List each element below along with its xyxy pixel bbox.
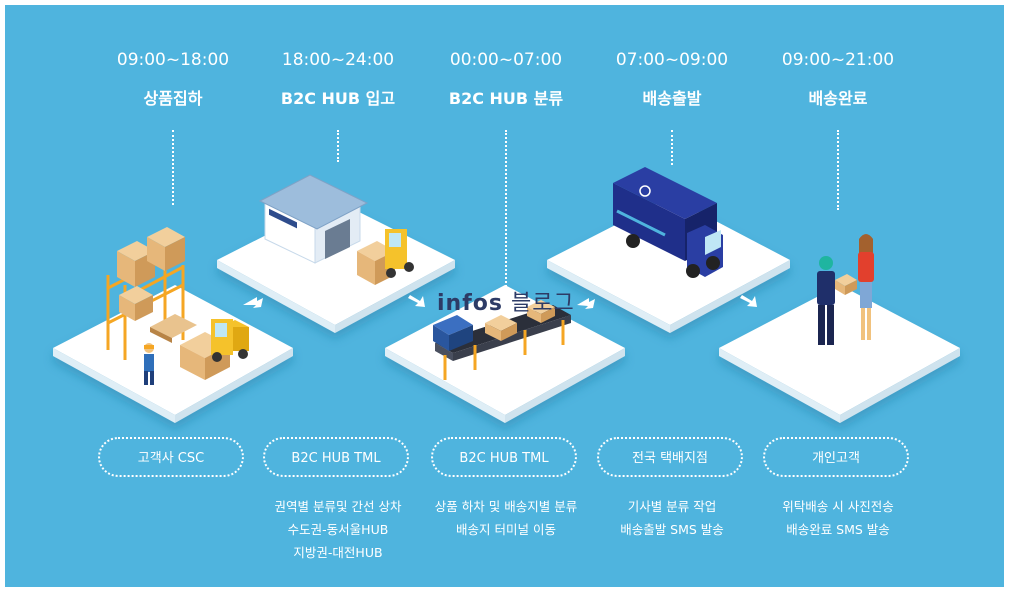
desc-line: 수도권-동서울HUB [287,522,389,537]
step-description: 기사별 분류 작업 배송출발 SMS 발송 [572,495,772,541]
step-description: 권역별 분류및 간선 상차 수도권-동서울HUB 지방권-대전HUB [238,495,438,564]
platform-pickup [53,285,293,423]
process-panel: infos 블로그 09:00~18:00 상품집하 고객사 CSC 18:00… [5,5,1004,587]
step-departure: 07:00~09:00 배송출발 전국 택배지점 기사별 분류 작업 배송출발 … [582,5,762,587]
step-time: 07:00~09:00 [615,50,729,70]
step-title: 배송출발 [642,89,702,108]
dotted-connector [505,130,507,290]
platform-delivered [719,285,960,423]
step-box: B2C HUB TML [431,437,577,477]
desc-line: 배송지 터미널 이동 [456,522,556,537]
platform-departure [547,197,790,333]
desc-line: 배송출발 SMS 발송 [620,522,724,537]
dotted-connector [337,130,339,162]
flow-arrows [243,295,757,309]
step-title: 배송완료 [808,89,868,108]
step-hub-sort: 00:00~07:00 B2C HUB 분류 B2C HUB TML 상품 하차… [416,5,596,587]
hub-warehouse-illustration [258,174,414,285]
step-time: 09:00~21:00 [781,50,895,70]
desc-line: 권역별 분류및 간선 상차 [274,499,402,514]
step-box: 개인고객 [763,437,909,477]
step-description: 상품 하차 및 배송지별 분류 배송지 터미널 이동 [406,495,606,541]
desc-line: 배송완료 SMS 발송 [786,522,890,537]
step-delivered: 09:00~21:00 배송완료 개인고객 위탁배송 시 사진전송 배송완료 S… [748,5,928,587]
step-box: B2C HUB TML [263,437,409,477]
step-time: 18:00~24:00 [281,50,395,70]
dotted-connector [837,130,839,210]
isometric-scene [53,167,960,423]
step-hub-in: 18:00~24:00 B2C HUB 입고 B2C HUB TML 권역별 분… [248,5,428,587]
desc-line: 지방권-대전HUB [293,545,383,560]
step-title: B2C HUB 분류 [448,89,564,108]
step-description: 위탁배송 시 사진전송 배송완료 SMS 발송 [738,495,938,541]
step-title: B2C HUB 입고 [280,89,396,108]
desc-line: 위탁배송 시 사진전송 [782,499,894,514]
dotted-connector [671,130,673,165]
step-box: 고객사 CSC [98,437,244,477]
handoff-illustration [817,234,874,345]
desc-line: 기사별 분류 작업 [627,499,717,514]
step-title: 상품집하 [143,89,203,108]
conveyor-illustration [433,300,571,380]
watermark-korean: 블로그 [510,291,575,316]
delivery-truck-illustration [613,167,723,278]
watermark: infos 블로그 [437,285,575,317]
step-box: 전국 택배지점 [597,437,743,477]
warehouse-rack-illustration [106,227,249,385]
step-pickup: 09:00~18:00 상품집하 고객사 CSC [83,5,263,587]
dotted-connector [172,130,174,205]
step-time: 00:00~07:00 [449,50,563,70]
step-time: 09:00~18:00 [116,50,230,70]
desc-line: 상품 하차 및 배송지별 분류 [434,499,578,514]
watermark-latin: infos [437,291,503,316]
